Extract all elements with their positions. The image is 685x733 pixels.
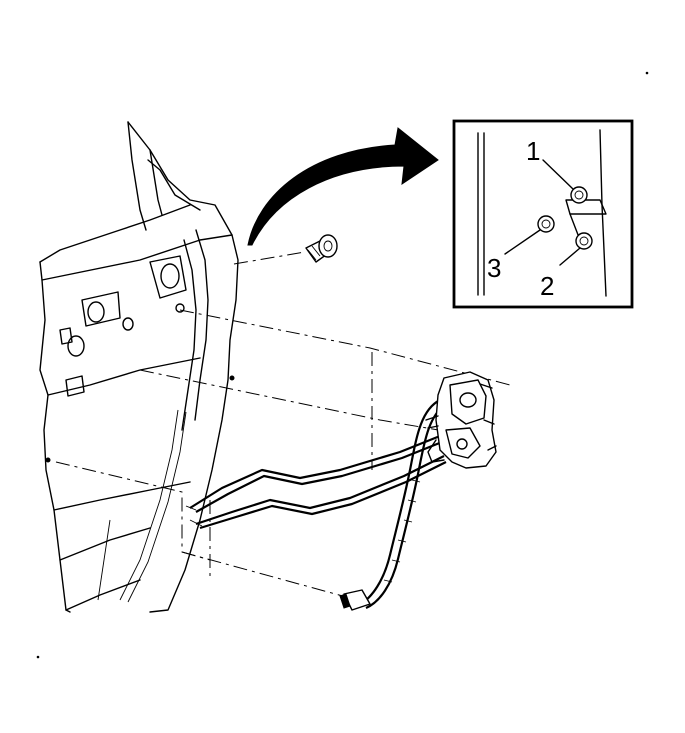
actuator-rods — [185, 434, 447, 530]
wiring-harness — [339, 399, 447, 611]
callout-3: 3 — [487, 253, 501, 283]
callout-2: 2 — [540, 271, 554, 301]
latch-screw-1-icon — [570, 186, 588, 204]
latch-screw-3-icon — [537, 215, 555, 233]
callout-1: 1 — [526, 136, 540, 166]
alignment-lines — [55, 251, 511, 599]
latch-bolt — [305, 234, 338, 263]
latch-screw-2-icon — [575, 232, 593, 250]
door-inner-panel — [39, 121, 239, 613]
detail-inset: 1 2 3 — [452, 119, 634, 309]
door-latch-assembly — [425, 371, 497, 469]
direction-arrow — [247, 127, 439, 246]
